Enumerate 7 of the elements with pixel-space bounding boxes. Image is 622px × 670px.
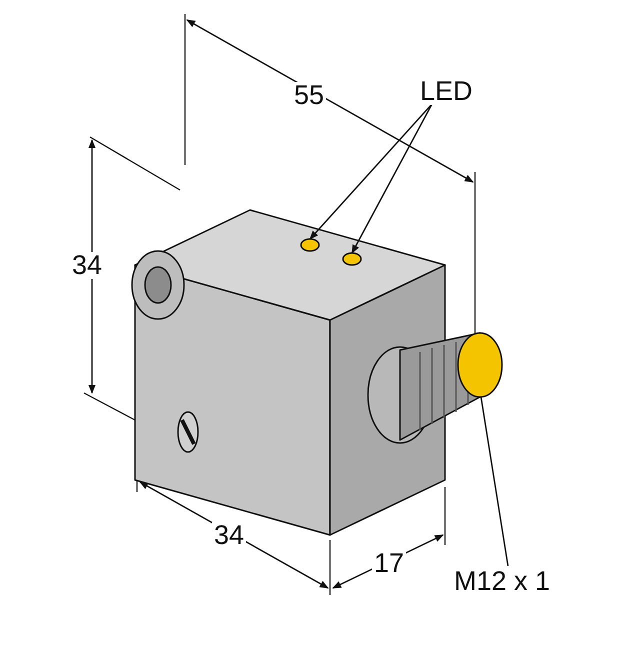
led-light bbox=[300, 238, 320, 252]
leader-line bbox=[309, 104, 433, 240]
leader-line bbox=[351, 104, 433, 254]
leader-line bbox=[480, 396, 509, 566]
led-light bbox=[342, 252, 362, 266]
connector-face bbox=[457, 332, 503, 398]
dimension-label: 34 bbox=[70, 252, 104, 279]
